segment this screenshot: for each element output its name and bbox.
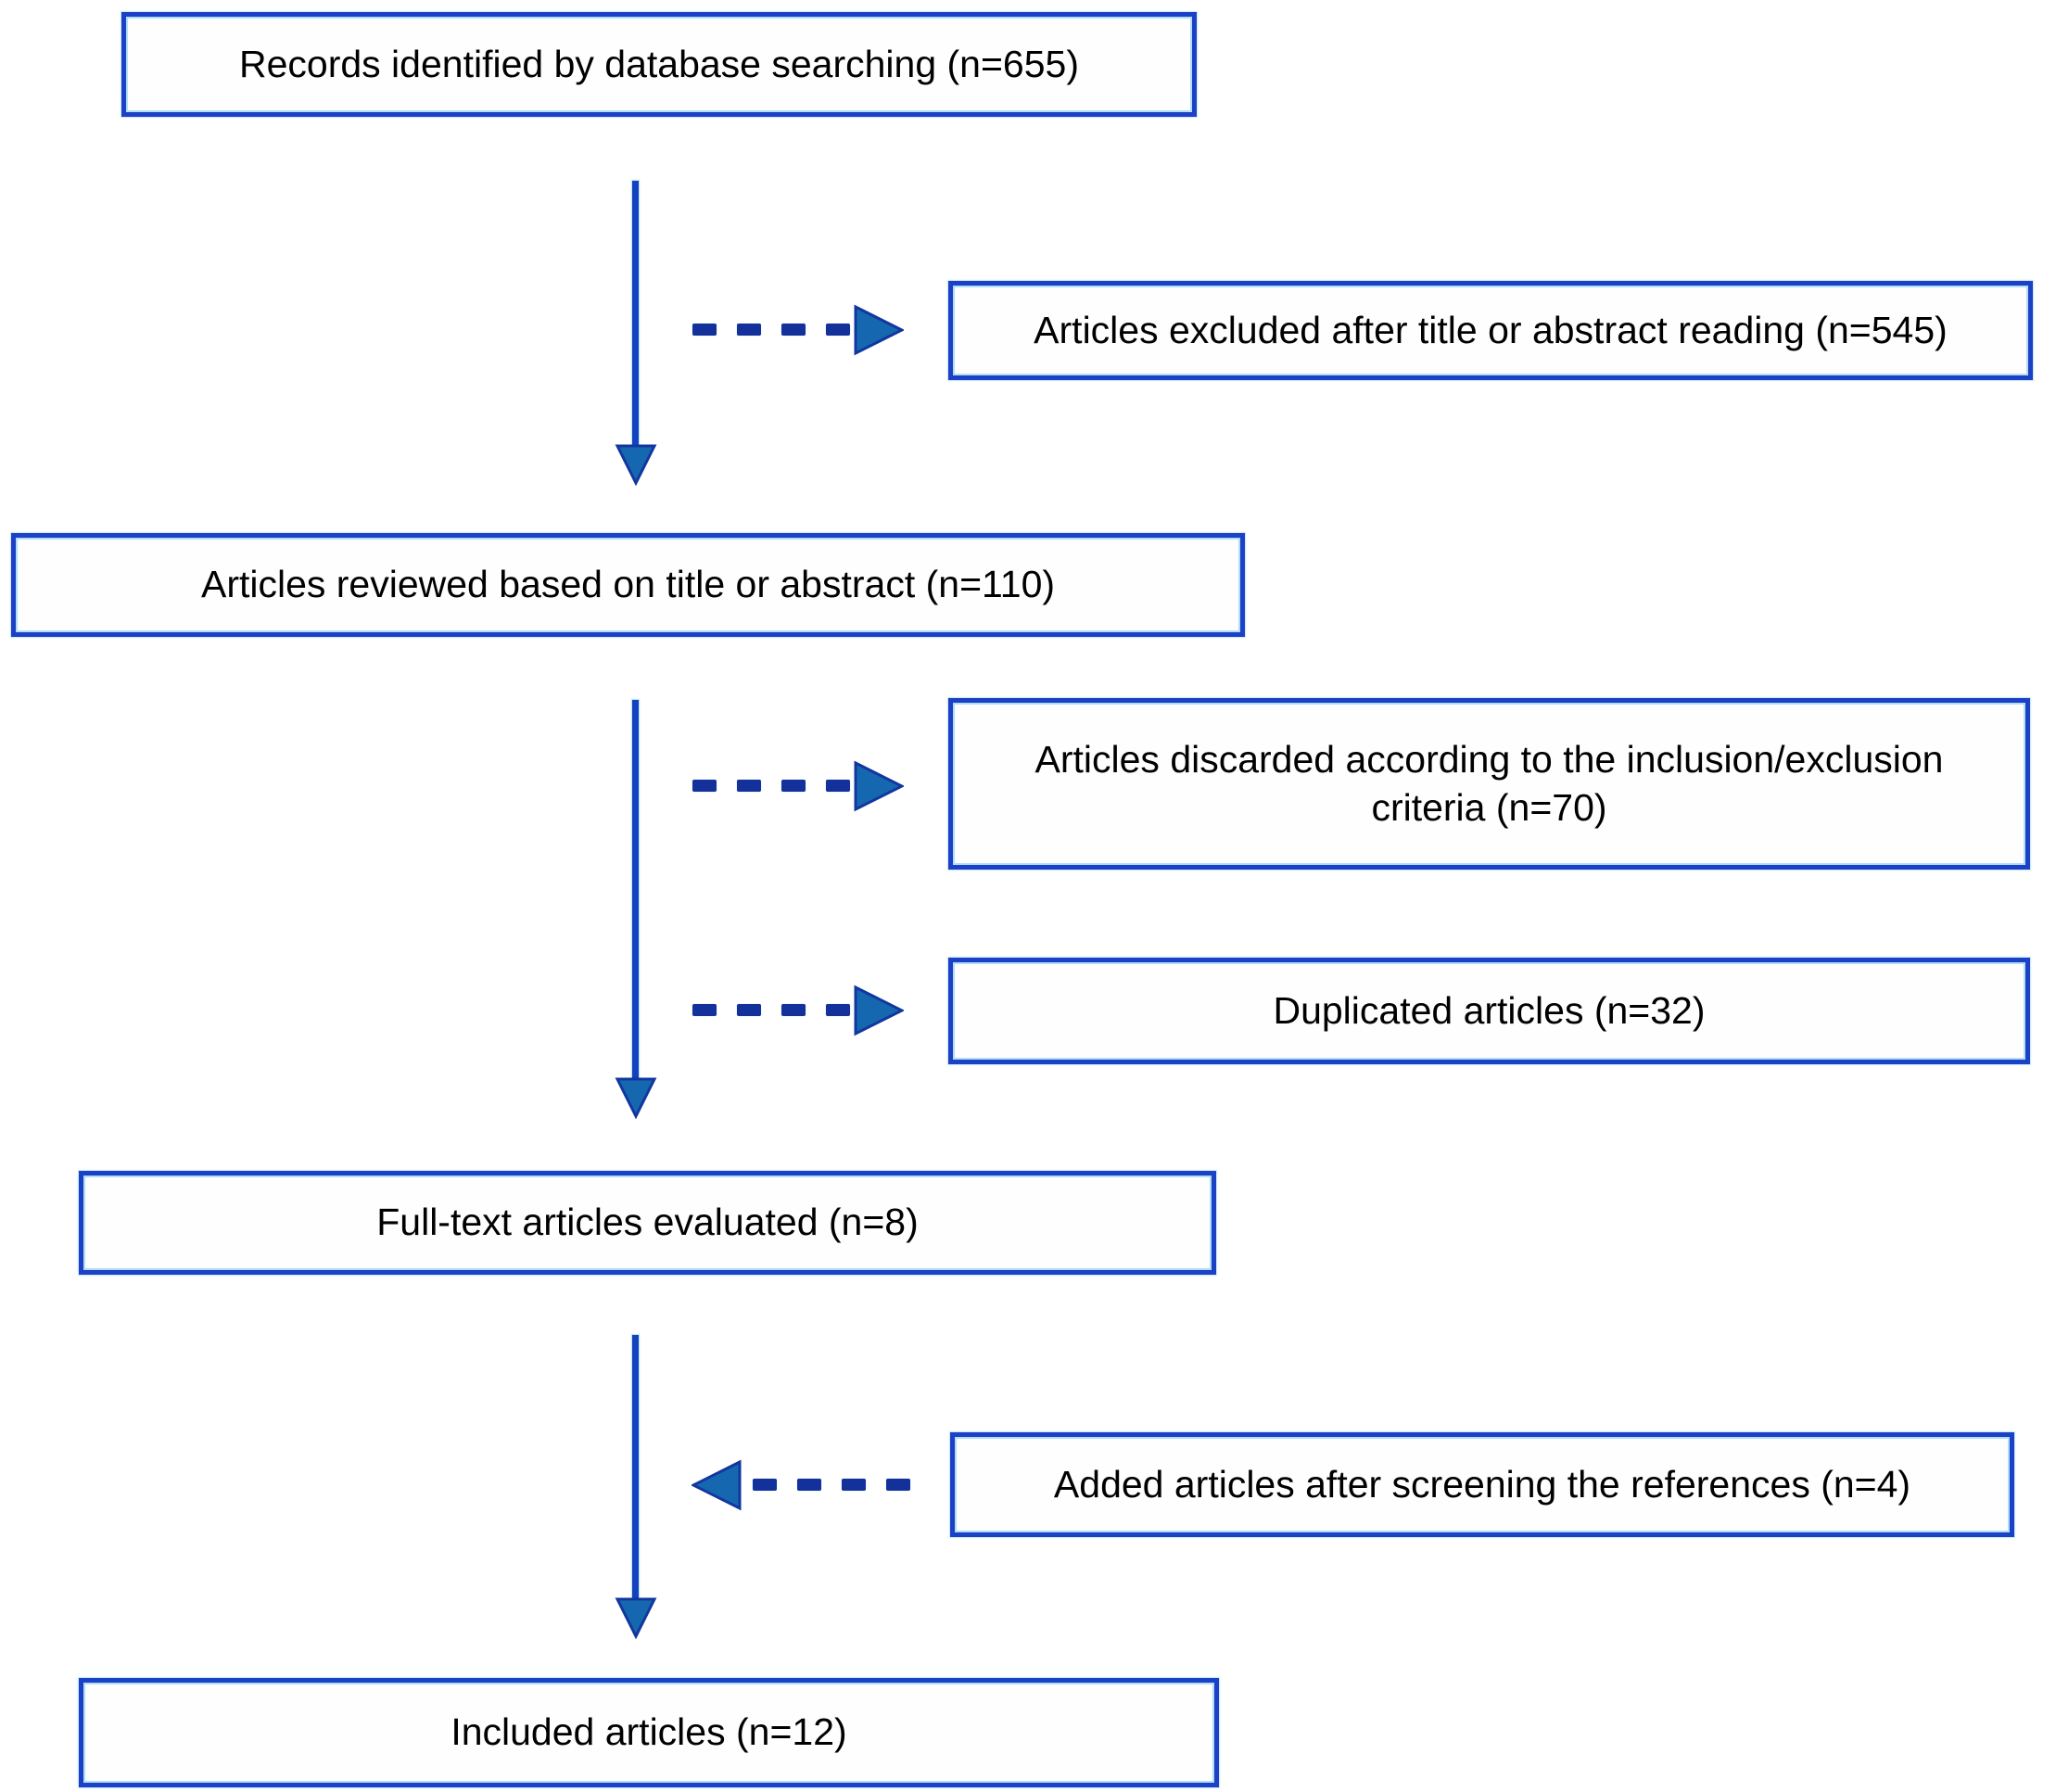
box-included-articles: Included articles (n=12) [79,1678,1219,1787]
arrow-right-icon [854,304,904,356]
dash [886,1479,910,1491]
dash [781,1004,806,1016]
box-records-identified: Records identified by database searching… [121,12,1197,117]
arrow-down-icon [615,444,657,486]
box-duplicated-articles: Duplicated articles (n=32) [948,958,2030,1064]
arrow-left-icon [692,1459,742,1511]
dashed-line [692,324,850,336]
dash [692,780,717,792]
arrow-line [632,700,639,1078]
box-added-articles-label: Added articles after screening the refer… [1053,1462,1911,1506]
box-included-articles-label: Included articles (n=12) [451,1710,847,1754]
dash [826,324,850,336]
dash [737,1004,761,1016]
dash [797,1479,821,1491]
dash [842,1479,866,1491]
dash [781,780,806,792]
arrow-down-icon [615,1077,657,1119]
dash [692,1004,717,1016]
box-articles-discarded: Articles discarded according to the incl… [948,698,2030,870]
arrow-right-icon [854,760,904,812]
dashed-line [692,1004,850,1016]
arrow-down-icon [615,1597,657,1639]
arrow-line [632,181,639,445]
box-articles-reviewed-label: Articles reviewed based on title or abst… [200,563,1056,606]
box-fulltext-evaluated-label: Full-text articles evaluated (n=8) [376,1201,919,1244]
dash [753,1479,777,1491]
arrow-right-icon [854,985,904,1036]
dash [737,324,761,336]
box-articles-excluded-label: Articles excluded after title or abstrac… [1034,308,1948,351]
box-fulltext-evaluated: Full-text articles evaluated (n=8) [79,1171,1216,1275]
arrow-line [632,1335,639,1598]
box-articles-reviewed: Articles reviewed based on title or abst… [11,533,1245,637]
dash [826,780,850,792]
box-records-identified-label: Records identified by database searching… [239,42,1079,85]
box-added-articles: Added articles after screening the refer… [950,1432,2014,1537]
dash [781,324,806,336]
dashed-line [753,1479,910,1491]
box-articles-excluded: Articles excluded after title or abstrac… [948,281,2033,380]
dash [826,1004,850,1016]
box-duplicated-articles-label: Duplicated articles (n=32) [1273,988,1706,1032]
dash [692,324,717,336]
dashed-line [692,780,850,792]
box-articles-discarded-label: Articles discarded according to the incl… [1034,738,1944,829]
dash [737,780,761,792]
